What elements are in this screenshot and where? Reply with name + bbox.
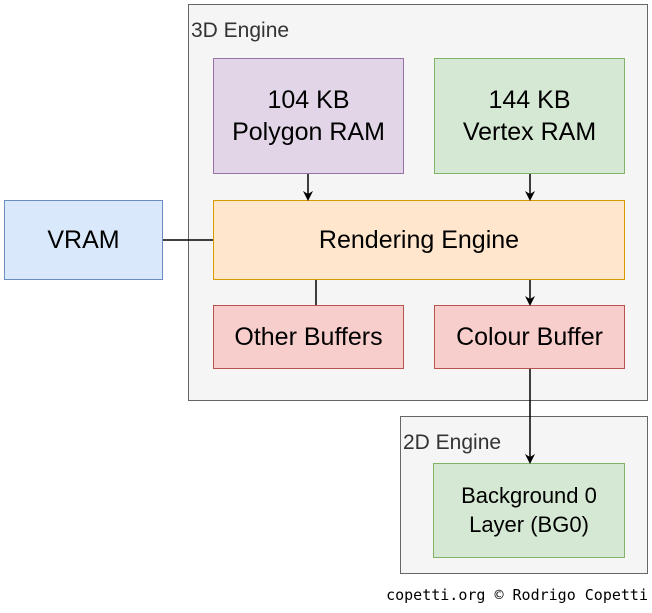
node-bg0: Background 0 Layer (BG0) bbox=[433, 463, 625, 558]
node-polygon-ram: 104 KB Polygon RAM bbox=[213, 58, 404, 174]
group-3d-engine-label: 3D Engine bbox=[191, 19, 290, 42]
node-vram: VRAM bbox=[4, 200, 163, 280]
node-colour-buffer: Colour Buffer bbox=[434, 305, 625, 369]
group-2d-engine-label: 2D Engine bbox=[403, 431, 502, 454]
node-vertex-ram: 144 KB Vertex RAM bbox=[434, 58, 625, 174]
node-rendering-engine: Rendering Engine bbox=[213, 200, 625, 280]
node-other-buffers: Other Buffers bbox=[213, 305, 404, 369]
credit-text: copetti.org © Rodrigo Copetti bbox=[386, 586, 648, 604]
